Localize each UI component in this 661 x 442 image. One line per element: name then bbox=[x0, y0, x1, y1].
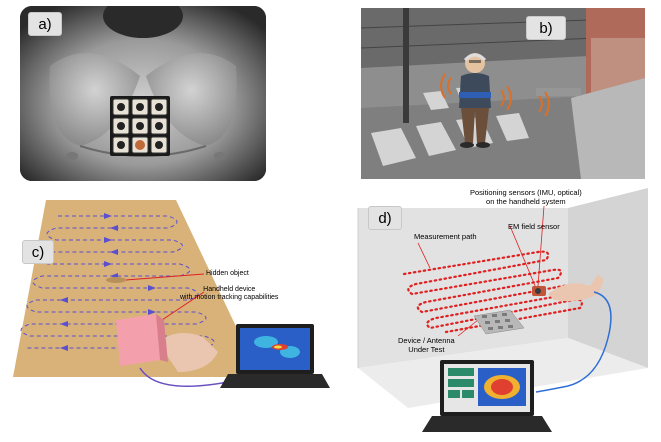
panel-b-street-scene: b) bbox=[361, 8, 645, 179]
leader-measurement-path bbox=[417, 242, 431, 269]
laptop-d bbox=[422, 360, 552, 432]
cable-c bbox=[139, 367, 239, 388]
label-handheld-device: Handheld device with motion tracking cap… bbox=[180, 286, 279, 301]
street-pole bbox=[403, 8, 409, 123]
street-illustration bbox=[361, 8, 645, 179]
panel-c-handheld-scan: c) Hidden object Handheld device with mo… bbox=[8, 192, 330, 402]
panel-b-tag: b) bbox=[526, 16, 566, 40]
chest-illustration bbox=[20, 6, 266, 181]
nipple-right bbox=[214, 152, 226, 160]
label-measurement-path: Measurement path bbox=[414, 232, 477, 241]
panel-a-tag: a) bbox=[28, 12, 62, 36]
hidden-object bbox=[106, 277, 126, 283]
scan-path bbox=[20, 215, 215, 349]
laptop-c bbox=[220, 324, 330, 388]
measurement-room-illustration bbox=[357, 188, 648, 432]
handheld-device bbox=[116, 314, 168, 366]
sensor-array-patch bbox=[110, 96, 170, 156]
antenna-under-test bbox=[473, 309, 525, 335]
cable-d bbox=[535, 291, 612, 393]
leader-hidden-object bbox=[125, 273, 205, 281]
hand bbox=[158, 333, 218, 372]
label-em-field-sensor: EM field sensor bbox=[508, 222, 560, 231]
elderly-pedestrian bbox=[459, 53, 491, 148]
leader-em-sensor bbox=[509, 225, 537, 289]
label-positioning-sensors: Positioning sensors (IMU, optical) on th… bbox=[470, 188, 582, 206]
panel-a-chest-sensor: a) bbox=[20, 6, 266, 181]
panel-d-tag: d) bbox=[368, 206, 402, 230]
signal-waves bbox=[440, 73, 550, 117]
leader-dut bbox=[457, 319, 479, 337]
panel-d-measurement-setup: d) Positioning sensors (IMU, optical) on… bbox=[348, 188, 654, 438]
leader-handheld bbox=[155, 291, 205, 325]
measurement-path bbox=[402, 250, 583, 334]
side-wall bbox=[568, 188, 648, 368]
label-hidden-object: Hidden object bbox=[206, 270, 249, 277]
handheld-scan-illustration bbox=[13, 200, 330, 388]
label-device-under-test: Device / Antenna Under Test bbox=[398, 336, 455, 354]
panel-c-tag: c) bbox=[22, 240, 54, 264]
leader-positioning bbox=[537, 205, 545, 287]
em-sensor-device bbox=[532, 274, 604, 302]
nipple-left bbox=[66, 152, 78, 160]
